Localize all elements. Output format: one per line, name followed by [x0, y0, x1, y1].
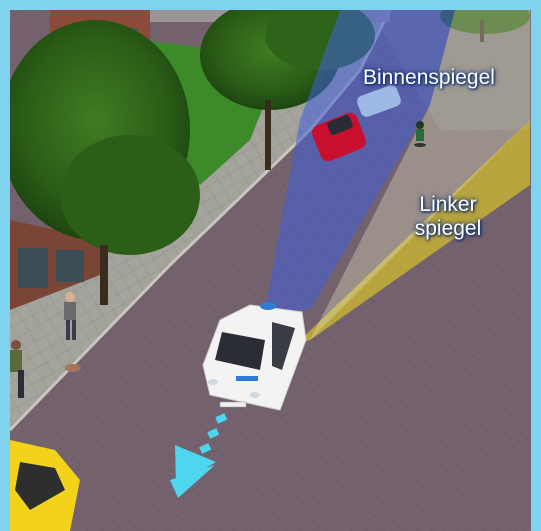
- scene-illustration: [10, 10, 531, 531]
- arrow-head: [175, 445, 216, 486]
- cyclist: [414, 121, 426, 147]
- tree: [10, 20, 200, 305]
- yellow-car: [10, 440, 80, 531]
- direction-arrow: [170, 413, 228, 498]
- driving-school-car: [202, 302, 307, 411]
- tree: [440, 10, 530, 42]
- sidewalk: [10, 10, 390, 430]
- dog: [65, 364, 81, 372]
- driving-scene: Binnenspiegel Linker spiegel: [10, 10, 531, 531]
- blue-car: [357, 85, 401, 117]
- left-mirror-label: Linker spiegel: [398, 193, 498, 241]
- window: [56, 250, 84, 282]
- inside-mirror-cone: [265, 10, 455, 310]
- left-mirror-label-line1: Linker: [419, 193, 477, 216]
- inside-mirror-label: Binnenspiegel: [363, 66, 495, 89]
- red-car: [312, 112, 366, 162]
- left-mirror-label-line2: spiegel: [414, 217, 482, 240]
- mirror-gap-light: [310, 10, 530, 340]
- pedestrian: [64, 292, 76, 340]
- window: [18, 248, 48, 288]
- pedestrian: [10, 340, 24, 398]
- left-mirror-cone: [295, 120, 530, 345]
